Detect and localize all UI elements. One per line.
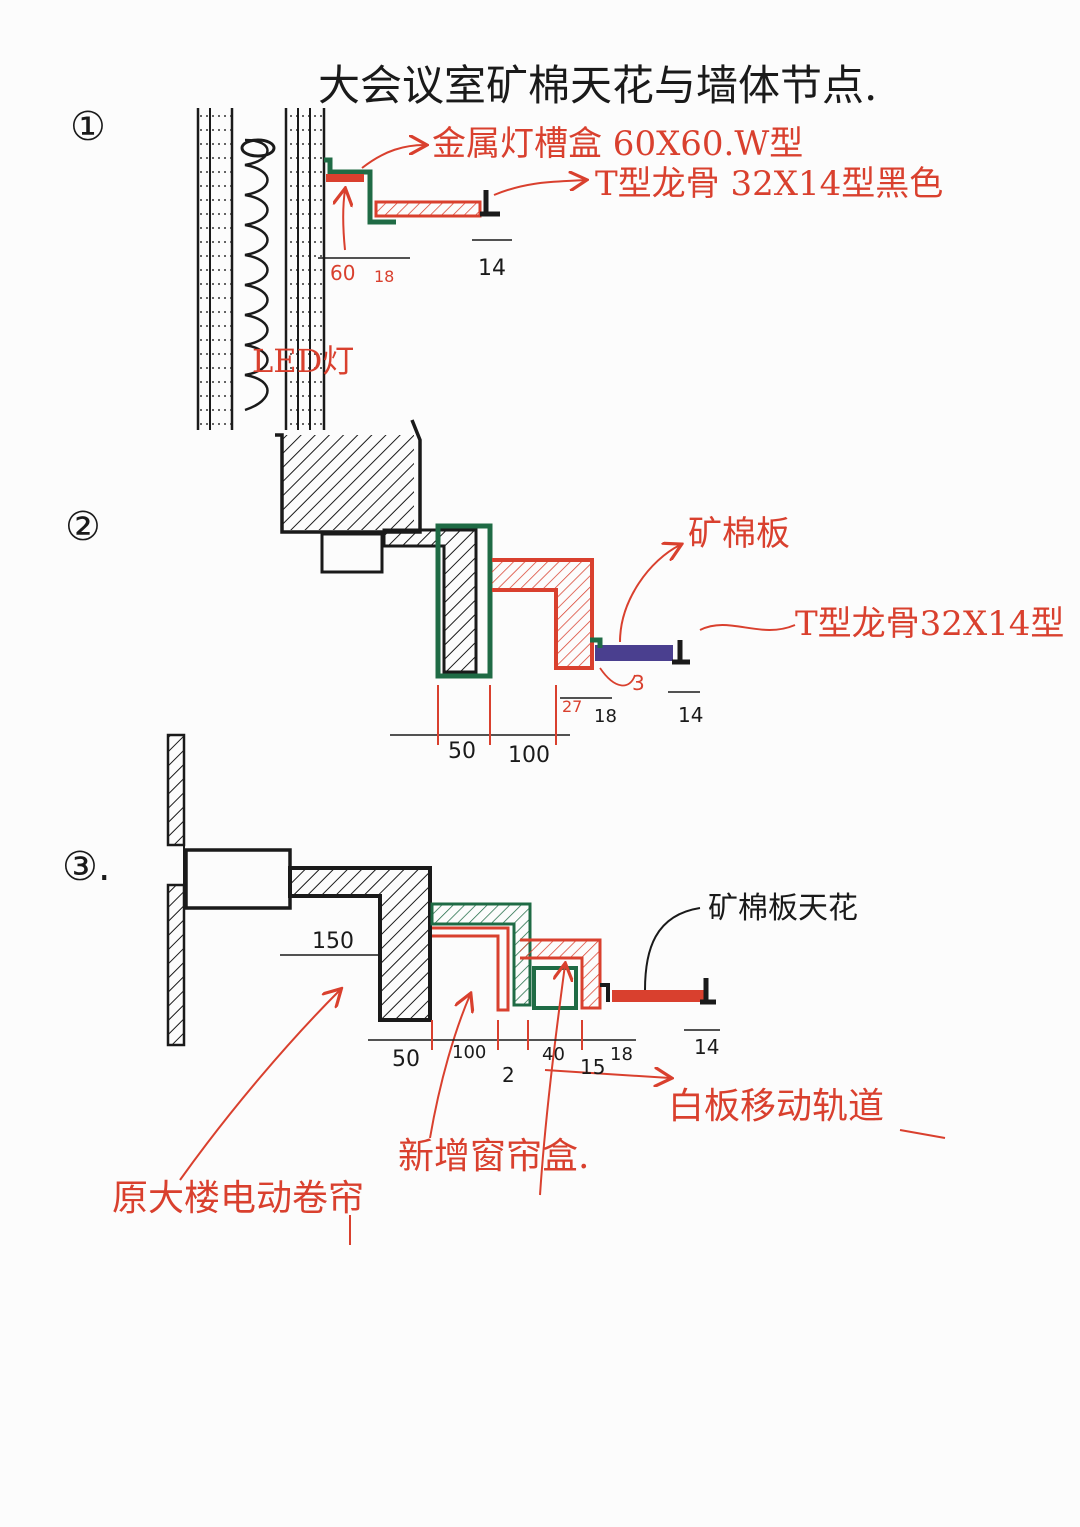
detail-3-hatched-box xyxy=(288,866,432,1022)
detail-1-ceiling-board xyxy=(374,200,482,218)
detail-2: ② 矿棉板 T型龙骨32X14型 3 27 18 14 50 100 xyxy=(65,419,1064,768)
detail-2-existing-box xyxy=(320,532,384,574)
detail-3-green-box xyxy=(430,902,532,1007)
detail-3-label-ceiling: 矿棉板天花 xyxy=(708,891,858,926)
insulation-squiggle xyxy=(244,138,269,412)
detail-1-light-box xyxy=(324,157,396,225)
detail-1-label-box: 金属灯槽盒 60X60.W型 xyxy=(432,124,803,164)
detail-1: ① 金属灯槽盒 60X60.W型 T型龙骨 32X14型黑色 LED灯 xyxy=(70,104,943,430)
detail-2-dim-14: 14 xyxy=(678,703,703,727)
detail-2-slab xyxy=(282,435,414,530)
detail-1-number: ① xyxy=(70,104,106,150)
detail-3-ceiling-board xyxy=(612,990,704,1002)
detail-2-dim-18: 18 xyxy=(594,706,617,727)
detail-2-number: ② xyxy=(65,504,101,550)
detail-3-number: ③. xyxy=(62,844,111,890)
detail-3-dim-14: 14 xyxy=(694,1035,719,1059)
detail-3-t-keel xyxy=(700,978,716,1005)
detail-2-red-box xyxy=(492,558,594,670)
detail-1-label-led: LED灯 xyxy=(252,342,354,380)
detail-1-dim-18: 18 xyxy=(374,267,394,286)
detail-2-gap: 3 xyxy=(632,671,645,695)
detail-1-dim-60: 60 xyxy=(330,261,355,285)
detail-1-t-keel xyxy=(480,190,500,217)
detail-3-dim-18: 18 xyxy=(610,1044,633,1065)
detail-2-dim-50: 50 xyxy=(448,739,476,764)
detail-2-dim-100: 100 xyxy=(508,743,550,768)
detail-1-wall xyxy=(196,108,326,430)
detail-3-dim-2: 2 xyxy=(502,1063,515,1087)
detail-3-label-box: 新增窗帘盒. xyxy=(398,1136,589,1177)
detail-3-new-curtain-box xyxy=(432,926,510,1012)
detail-1-led-strip xyxy=(326,174,364,182)
detail-3-wall xyxy=(166,733,186,847)
drawing-title: 大会议室矿棉天花与墙体节点. xyxy=(318,61,877,110)
detail-3-blind-box xyxy=(184,848,292,910)
detail-1-label-keel: T型龙骨 32X14型黑色 xyxy=(595,164,943,204)
detail-3-dim-40: 40 xyxy=(542,1044,565,1065)
detail-3-label-track: 白板移动轨道 xyxy=(668,1086,884,1127)
detail-3-dim-100: 100 xyxy=(452,1042,486,1063)
detail-3-dim-15: 15 xyxy=(580,1055,605,1079)
detail-2-t-keel xyxy=(672,640,690,665)
detail-3-label-blind: 原大楼电动卷帘 xyxy=(112,1178,364,1219)
detail-3-dim-50: 50 xyxy=(392,1047,420,1072)
detail-2-curtain-box xyxy=(382,528,478,674)
detail-3-dim-150: 150 xyxy=(312,929,354,954)
detail-2-label-board: 矿棉板 xyxy=(688,514,790,554)
detail-1-dim-14: 14 xyxy=(478,256,506,281)
detail-2-dim-27: 27 xyxy=(562,697,582,716)
detail-3: ③. 矿棉板天花 原大楼电动卷帘 新增窗帘盒. 白板移动轨道 xyxy=(62,733,946,1245)
detail-2-label-keel: T型龙骨32X14型 xyxy=(795,604,1064,644)
